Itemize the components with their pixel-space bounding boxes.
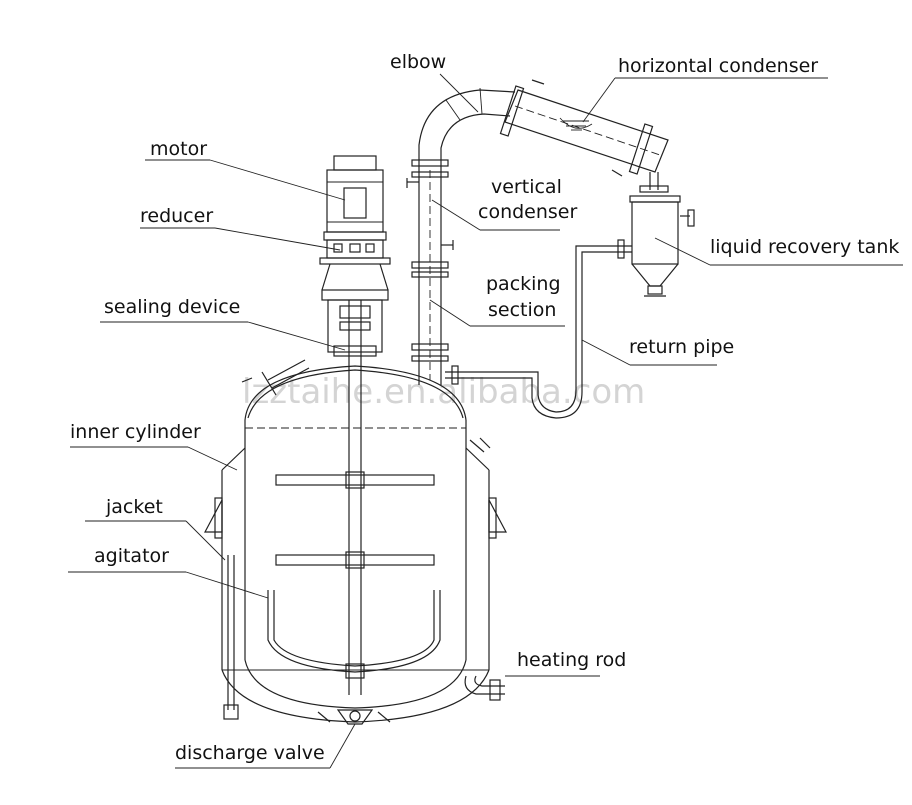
- label-liquid-recovery-tank: liquid recovery tank: [710, 236, 899, 258]
- label-motor: motor: [150, 138, 207, 160]
- vertical-condenser: [406, 159, 454, 385]
- reactor-vessel: [204, 359, 507, 723]
- label-jacket: jacket: [105, 496, 163, 518]
- label-agitator: agitator: [94, 545, 169, 567]
- label-vertical-condenser-line1: vertical: [491, 176, 562, 198]
- label-heating-rod: heating rod: [517, 649, 626, 671]
- label-sealing-device: sealing device: [104, 296, 240, 318]
- agitator-assembly: [275, 300, 435, 695]
- label-elbow: elbow: [390, 51, 446, 73]
- label-discharge-valve: discharge valve: [175, 742, 325, 764]
- label-packing-section-line1: packing: [486, 273, 561, 295]
- label-reducer: reducer: [140, 205, 213, 227]
- label-inner-cylinder: inner cylinder: [70, 421, 201, 443]
- label-vertical-condenser-line2: condenser: [478, 201, 577, 223]
- drive-assembly: [319, 155, 391, 357]
- discharge-valve-icon: [317, 709, 391, 725]
- liquid-recovery-tank: [629, 195, 695, 297]
- label-return-pipe: return pipe: [629, 336, 734, 358]
- leader-lines: [68, 73, 903, 769]
- heating-rod-icon: [464, 675, 505, 701]
- return-pipe: [445, 239, 632, 419]
- elbow-pipe: [418, 87, 516, 160]
- label-horizontal-condenser: horizontal condenser: [618, 55, 818, 77]
- label-packing-section-line2: section: [488, 299, 556, 321]
- horizontal-condenser: [499, 79, 669, 193]
